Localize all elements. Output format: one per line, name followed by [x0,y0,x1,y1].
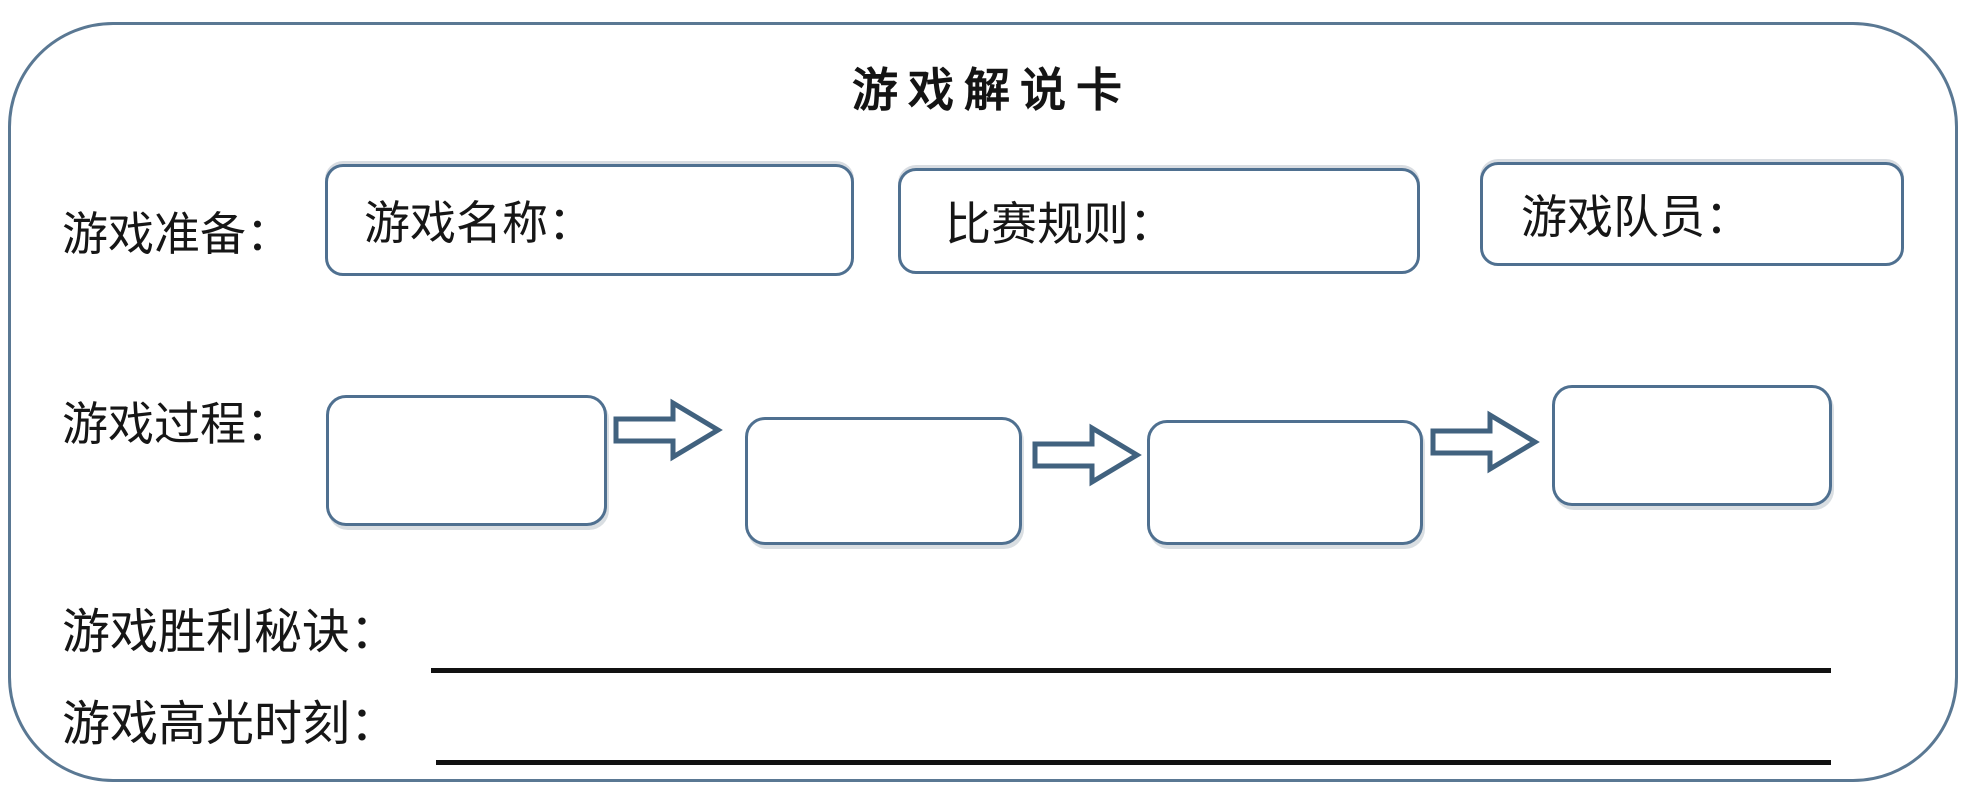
victory-tip-fill-line [431,668,1831,673]
process-step-box [326,395,607,526]
victory-tip-label: 游戏胜利秘诀： [62,606,399,659]
arrow-right-icon [1430,410,1540,474]
arrow-right-icon [613,398,723,462]
process-step-box [745,417,1022,545]
game-players-box: 游戏队员： [1480,162,1904,266]
process-step-box [1147,420,1423,545]
game-name-box-label: 游戏名称： [364,198,594,249]
game-name-box: 游戏名称： [325,164,854,276]
competition-rules-box-label: 比赛规则： [945,199,1175,250]
process-step-box [1552,385,1832,506]
highlight-moment-label: 游戏高光时刻： [62,698,399,751]
arrow-right-icon [1032,423,1142,487]
preparation-label: 游戏准备： [62,209,292,260]
process-label: 游戏过程： [62,399,292,450]
game-players-box-label: 游戏队员： [1521,192,1751,243]
competition-rules-box: 比赛规则： [898,168,1420,274]
highlight-moment-fill-line [436,760,1831,765]
card-title: 游戏解说卡 [852,65,1132,116]
